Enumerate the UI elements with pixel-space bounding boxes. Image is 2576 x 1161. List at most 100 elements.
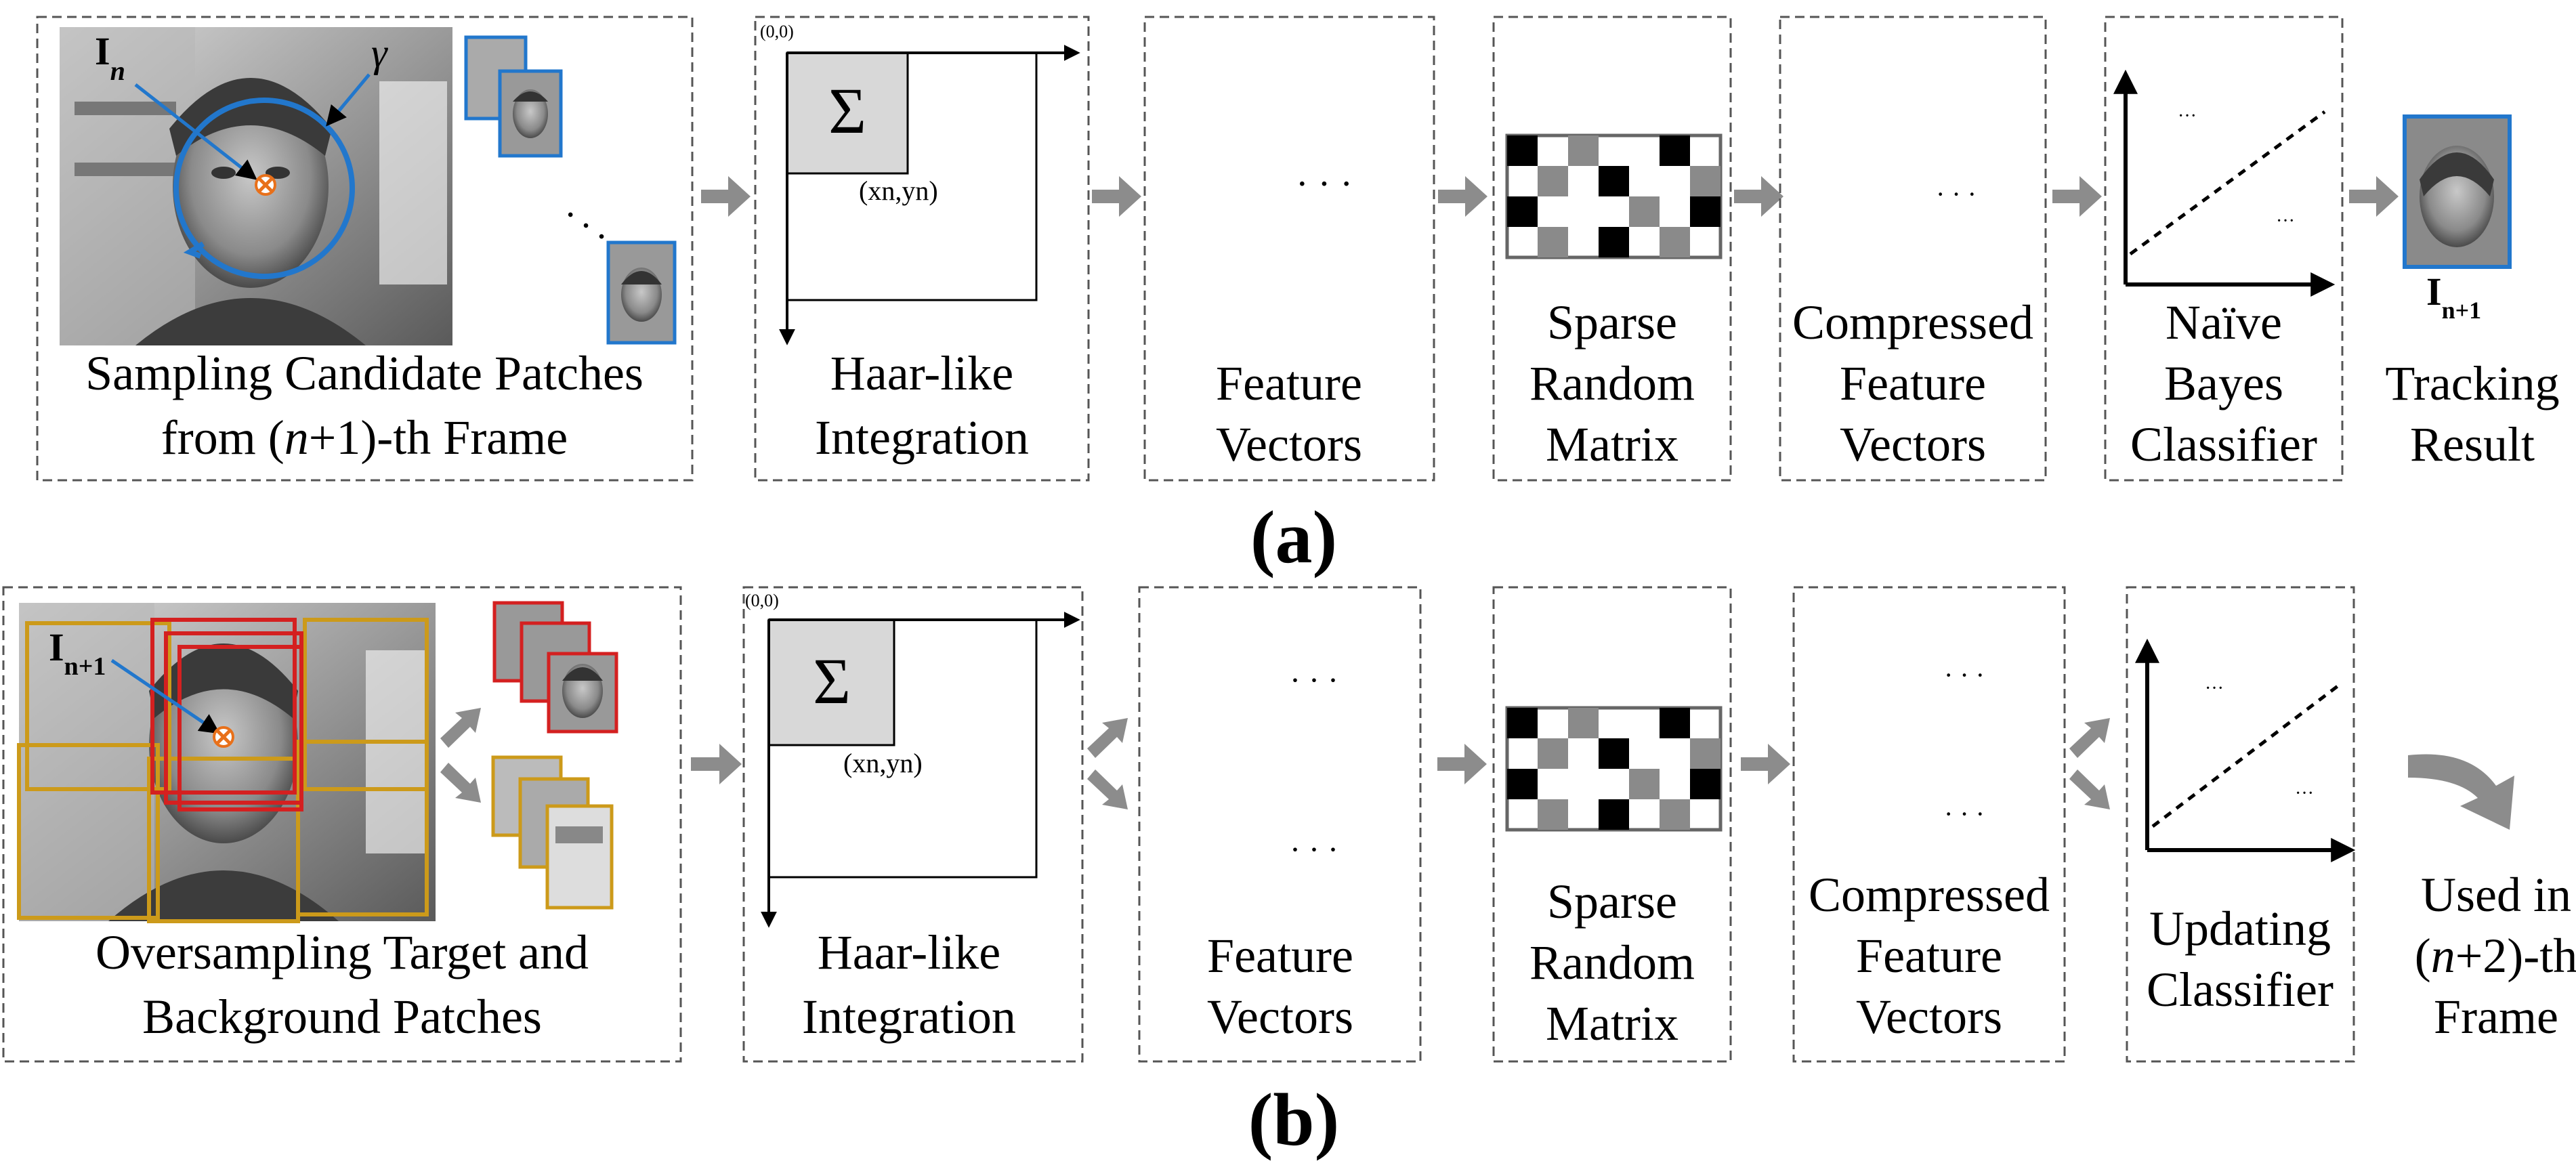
positive-patch-stack — [492, 601, 618, 734]
frame-pointer-line — [134, 83, 257, 180]
caption-line-2: Result — [2410, 417, 2535, 471]
stage-frame — [1138, 586, 1422, 1063]
matrix-cell-black — [1599, 166, 1629, 196]
radius-label-gamma: γ — [371, 30, 388, 75]
caption-line-2: Random — [1529, 356, 1695, 410]
matrix-cell-black — [1660, 708, 1690, 738]
sparse-matrix-grid — [1505, 706, 1723, 832]
last-candidate-patch — [606, 240, 677, 345]
decision-boundary — [2129, 110, 2326, 256]
circle-arrow — [183, 241, 205, 259]
caption-line-2: Feature — [1840, 356, 1986, 410]
result-frame-label: In+1 — [2426, 270, 2481, 324]
matrix-cell-black — [1507, 708, 1538, 738]
caption-line-2: Vectors — [1216, 417, 1362, 471]
caption-line-1: Tracking — [2385, 356, 2559, 410]
sampling-stage-a: In γ . . . Sampling Candidate Patches fr… — [36, 16, 694, 482]
center-marker — [213, 726, 234, 748]
origin-label: (0,0) — [760, 22, 794, 41]
flow-arrow — [1734, 176, 1783, 217]
curved-next-arrow — [2408, 754, 2514, 830]
stage-frame — [1792, 586, 2066, 1063]
matrix-cell-gray — [1568, 135, 1599, 166]
caption-line-1: Compressed — [1792, 295, 2033, 350]
matrix-cell-black — [1599, 738, 1629, 769]
cluster-ellipsis: ··· — [2178, 106, 2197, 127]
caption-line-1: Feature — [1207, 929, 1353, 983]
caption-line-1: Sparse — [1547, 874, 1677, 929]
caption-line-1: Sampling Candidate Patches — [85, 346, 643, 400]
matrix-cell-black — [1507, 769, 1538, 799]
vector-ellipsis: · · · — [1944, 660, 1985, 690]
sublabel: (a) — [1250, 496, 1337, 578]
matrix-cell-black — [1690, 196, 1720, 227]
point-label: (xn,yn) — [843, 748, 923, 778]
vector-ellipsis: · · · — [1936, 179, 1977, 209]
matrix-cell-black — [1690, 769, 1720, 799]
caption-line-1: Updating — [2149, 902, 2331, 956]
haar-stage-b: (0,0) Σ (xn,yn) Haar-like Integration — [742, 586, 1084, 1063]
split-arrow-down — [2069, 769, 2110, 809]
cluster-ellipsis: ··· — [2295, 783, 2314, 804]
caption-line-1: Oversampling Target and — [96, 925, 589, 979]
features-stage-a: · · · Feature Vectors — [1143, 16, 1435, 482]
vector-ellipsis: · · · — [1290, 832, 1338, 868]
video-frame-photo — [60, 27, 452, 345]
patch-ellipsis: . . . — [561, 186, 624, 248]
matrix-cell-gray — [1660, 799, 1690, 830]
caption-line-1: Haar-like — [818, 925, 1000, 979]
center-marker — [255, 174, 276, 196]
stage-frame — [1143, 16, 1435, 482]
matrix-stage-a: Sparse Random Matrix — [1492, 16, 1732, 482]
flow-arrow — [1092, 176, 1141, 217]
cluster-ellipsis: ··· — [2276, 211, 2295, 232]
caption-line-2: Feature — [1856, 929, 2002, 983]
stage-frame — [754, 16, 1090, 482]
caption-line-3: Classifier — [2130, 417, 2317, 471]
matrix-cell-gray — [1629, 196, 1660, 227]
sparse-matrix-grid — [1505, 133, 1723, 259]
tracked-patch — [2403, 114, 2512, 269]
stage-frame — [742, 586, 1084, 1063]
point-label: (xn,yn) — [859, 175, 938, 206]
sampling-radius-circle — [173, 98, 355, 279]
background-patch-boxes — [17, 618, 429, 923]
caption-line-2: Background Patches — [142, 990, 542, 1044]
result-stage-b: Used in (n+2)-th Frame — [2408, 754, 2576, 1044]
matrix-cell-gray — [1538, 166, 1568, 196]
gamma-pointer-line — [326, 73, 371, 127]
matrix-cell-black — [1507, 196, 1538, 227]
matrix-stage-b: Sparse Random Matrix — [1492, 586, 1732, 1063]
caption-line-3: Matrix — [1546, 996, 1678, 1051]
haar-stage-a: (0,0) Σ (xn,yn) Haar-like Integration — [754, 16, 1090, 482]
caption-line-1: Used in — [2421, 868, 2571, 922]
matrix-cell-gray — [1538, 227, 1568, 257]
integral-sum-region — [767, 618, 895, 746]
frame-pointer-line — [110, 658, 220, 734]
caption-line-1: Sparse — [1547, 295, 1677, 350]
stage-frame — [2, 586, 682, 1063]
matrix-cell-gray — [1538, 799, 1568, 830]
frame-label-in1: In+1 — [49, 625, 106, 681]
caption-line-1: Naïve — [2166, 295, 2282, 350]
caption-line-2: from (n+1)-th Frame — [161, 410, 568, 465]
flow-arrow — [2349, 176, 2399, 217]
matrix-cell-gray — [1538, 738, 1568, 769]
compressed-stage-b: · · · · · · Compressed Feature Vectors — [1792, 586, 2066, 1063]
caption-line-3: Frame — [2434, 990, 2558, 1044]
candidate-patch-stack — [464, 35, 563, 158]
caption-line-2: Classifier — [2147, 963, 2334, 1017]
caption-line-1: Haar-like — [830, 346, 1013, 400]
caption-line-2: (n+2)-th — [2415, 929, 2576, 983]
sublabel: (b) — [1248, 1078, 1339, 1161]
caption-line-1: Feature — [1216, 356, 1362, 410]
vector-ellipsis: · · · — [1290, 662, 1338, 698]
caption-line-3: Vectors — [1840, 417, 1986, 471]
matrix-cell-gray — [1690, 166, 1720, 196]
vector-ellipsis: · · · — [1296, 163, 1353, 205]
caption-line-3: Vectors — [1856, 990, 2002, 1044]
result-stage-a: In+1 Tracking Result — [2385, 114, 2560, 471]
row-b: In+1 Oversampling Target and Background … — [2, 586, 2576, 1161]
stage-frame — [2104, 16, 2344, 482]
